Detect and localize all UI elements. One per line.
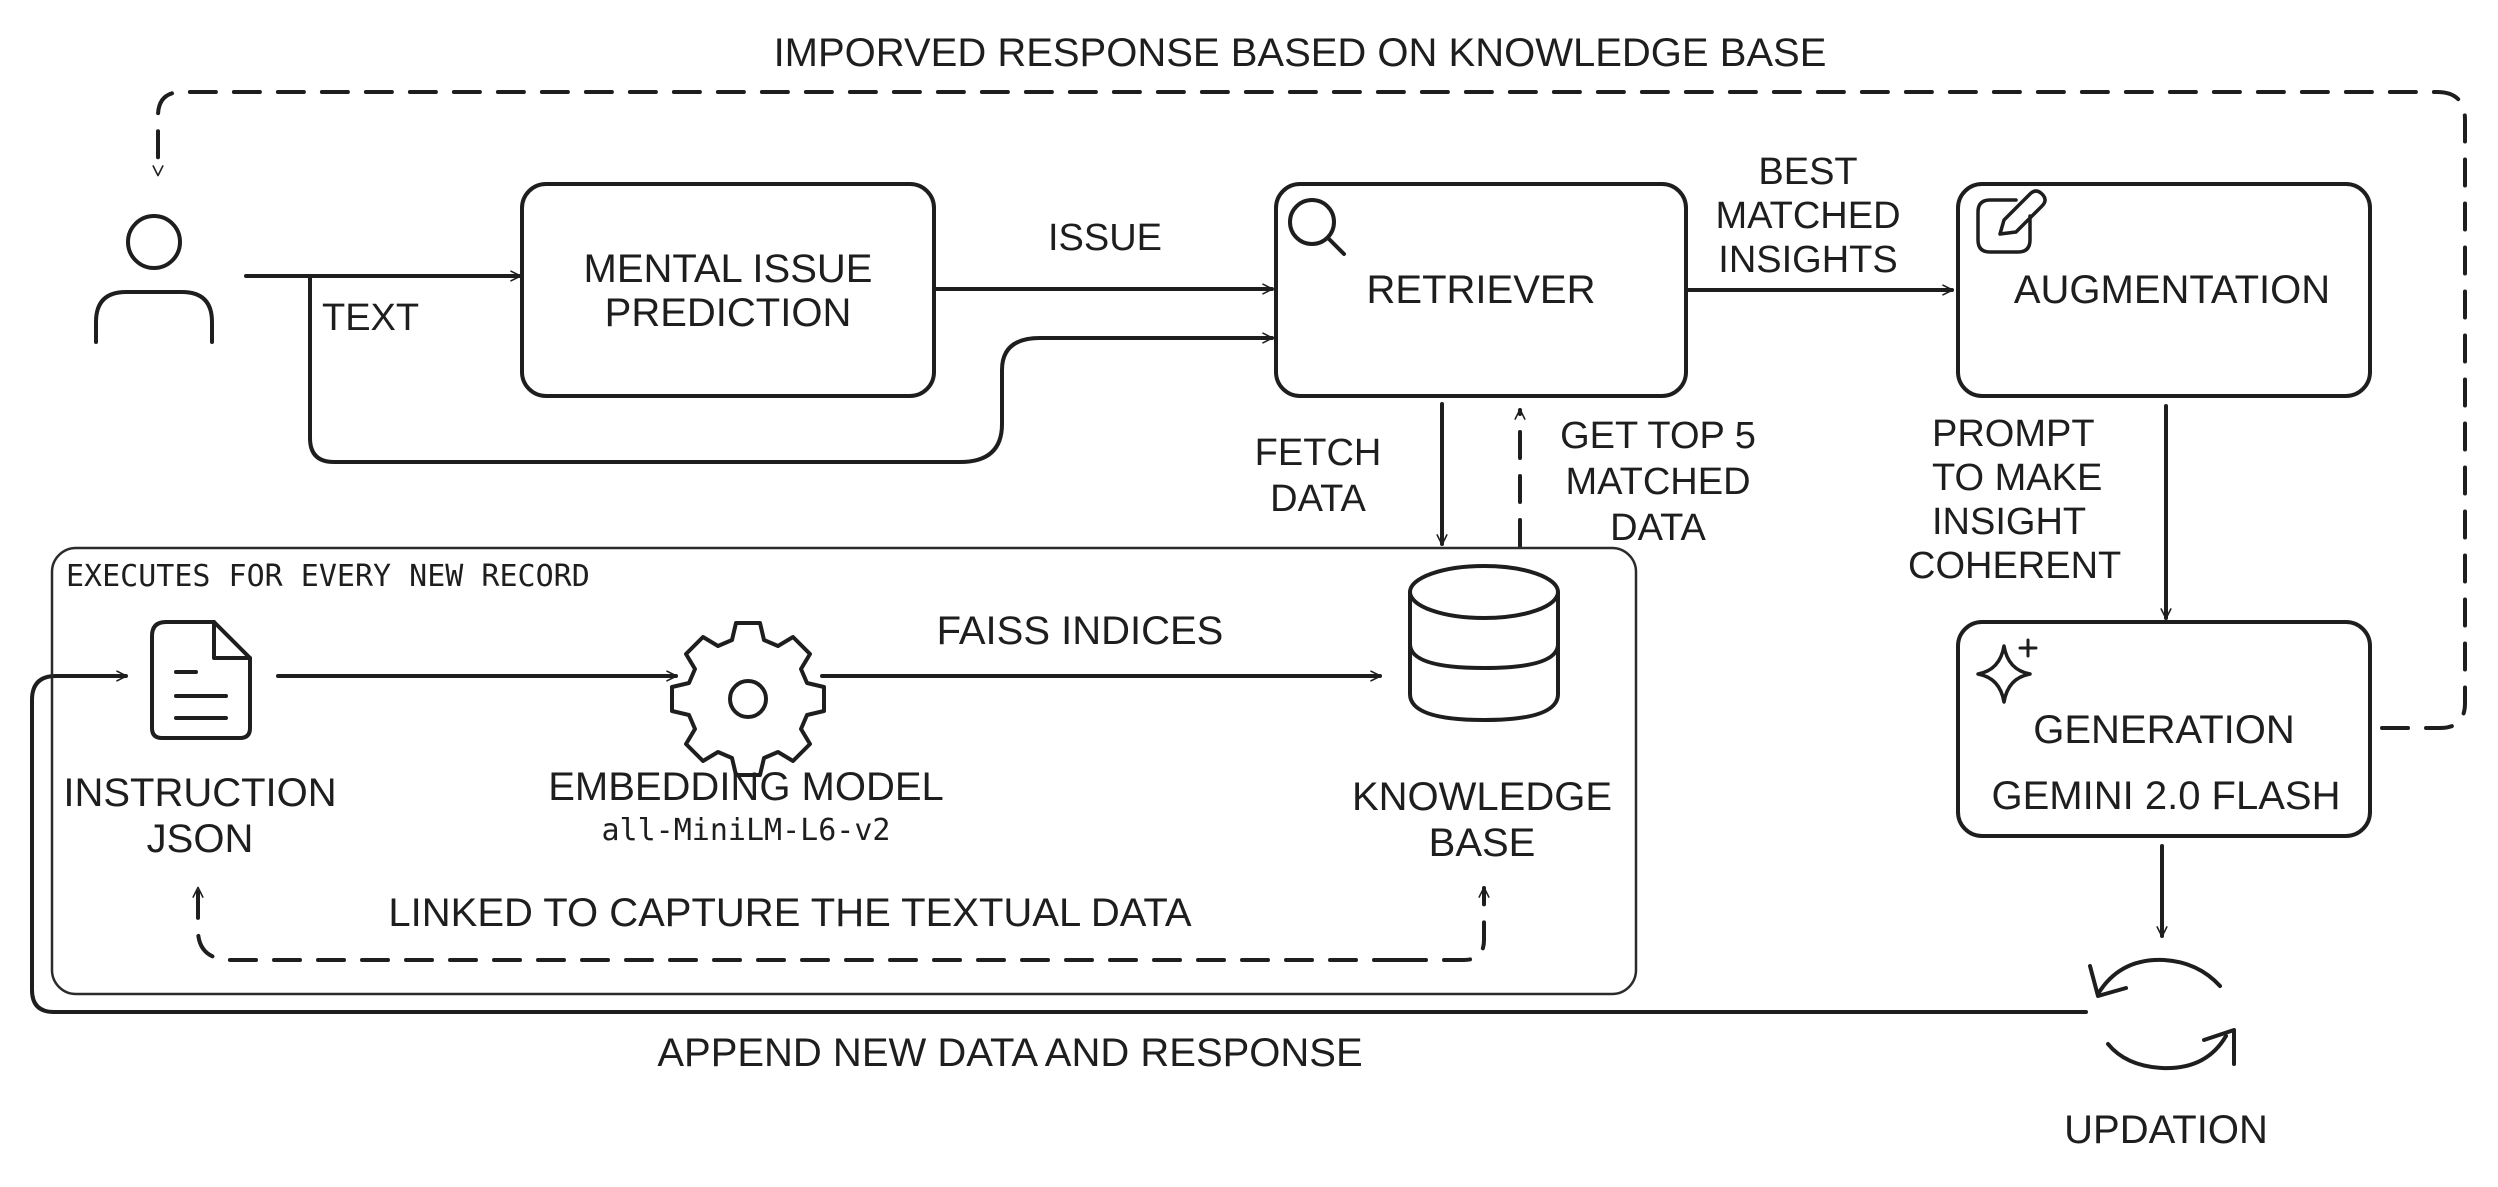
sparkle-icon — [1976, 638, 2038, 704]
refresh-icon — [2088, 957, 2236, 1071]
group-label: EXECUTES FOR EVERY NEW RECORD — [66, 559, 590, 594]
edge-best-label-3: INSIGHTS — [1718, 239, 1897, 281]
gear-icon — [670, 621, 826, 777]
knowledge-base-label-2: BASE — [1429, 821, 1536, 865]
edge-top5-label-2: MATCHED — [1565, 461, 1750, 503]
edge-text-to-retriever — [308, 274, 1274, 464]
every-record-group: EXECUTES FOR EVERY NEW RECORD — [50, 546, 1638, 996]
edit-icon — [1976, 189, 2047, 254]
mental-issue-label-1: MENTAL ISSUE — [584, 247, 873, 291]
edge-linked-label: LINKED TO CAPTURE THE TEXTUAL DATA — [388, 891, 1191, 935]
updation-node: UPDATION — [2064, 957, 2268, 1152]
database-icon — [1408, 564, 1560, 722]
edge-prompt-label-3: INSIGHT — [1932, 501, 2086, 543]
retriever-node: RETRIEVER — [1274, 182, 1688, 398]
knowledge-base-node: KNOWLEDGE BASE — [1352, 564, 1612, 865]
edge-append-label: APPEND NEW DATA AND RESPONSE — [657, 1031, 1362, 1075]
embedding-model-node: EMBEDDING MODEL all-MiniLM-L6-v2 — [548, 621, 944, 848]
edge-prompt-label-2: TO MAKE — [1932, 457, 2102, 499]
retriever-label: RETRIEVER — [1367, 268, 1596, 312]
edge-linked-to-instruction — [192, 886, 1402, 962]
instruction-json-node: INSTRUCTION JSON — [63, 620, 337, 861]
edge-prompt-label-4: COHERENT — [1908, 545, 2121, 587]
embedding-model-name: all-MiniLM-L6-v2 — [602, 813, 891, 848]
knowledge-base-label-1: KNOWLEDGE — [1352, 775, 1612, 819]
search-icon — [1288, 198, 1346, 256]
embedding-title: EMBEDDING MODEL — [548, 765, 944, 809]
edge-fetch-label-1: FETCH — [1255, 432, 1382, 474]
edge-top5-label-1: GET TOP 5 — [1560, 415, 1756, 457]
edge-issue-label: ISSUE — [1048, 217, 1162, 259]
edge-prompt-label-1: PROMPT — [1932, 413, 2095, 455]
edge-improved-response — [152, 90, 2467, 730]
top-loop-label: IMPORVED RESPONSE BASED ON KNOWLEDGE BAS… — [774, 31, 1827, 75]
person-icon — [94, 214, 214, 344]
updation-label: UPDATION — [2064, 1108, 2268, 1152]
edge-faiss-label: FAISS INDICES — [937, 609, 1224, 653]
mental-issue-label-2: PREDICTION — [605, 291, 852, 335]
edge-text-label: TEXT — [322, 297, 419, 339]
edge-top5-label-3: DATA — [1610, 507, 1706, 549]
edge-append — [30, 670, 2088, 1014]
mental-issue-prediction-node: MENTAL ISSUE PREDICTION — [520, 182, 936, 398]
edge-fetch-label-2: DATA — [1270, 478, 1366, 520]
augmentation-label: AUGMENTATION — [2014, 268, 2330, 312]
edge-best-label-2: MATCHED — [1715, 195, 1900, 237]
augmentation-node: AUGMENTATION — [1956, 182, 2372, 398]
instruction-label-2: JSON — [147, 817, 254, 861]
user-node — [94, 214, 214, 344]
generation-model: GEMINI 2.0 FLASH — [1992, 774, 2341, 818]
generation-title: GENERATION — [2033, 708, 2295, 752]
edge-best-label-1: BEST — [1758, 151, 1857, 193]
instruction-label-1: INSTRUCTION — [63, 771, 336, 815]
document-icon — [150, 620, 252, 740]
generation-node: GENERATION GEMINI 2.0 FLASH — [1956, 620, 2372, 838]
edge-linked-to-knowledge — [1398, 886, 1490, 962]
